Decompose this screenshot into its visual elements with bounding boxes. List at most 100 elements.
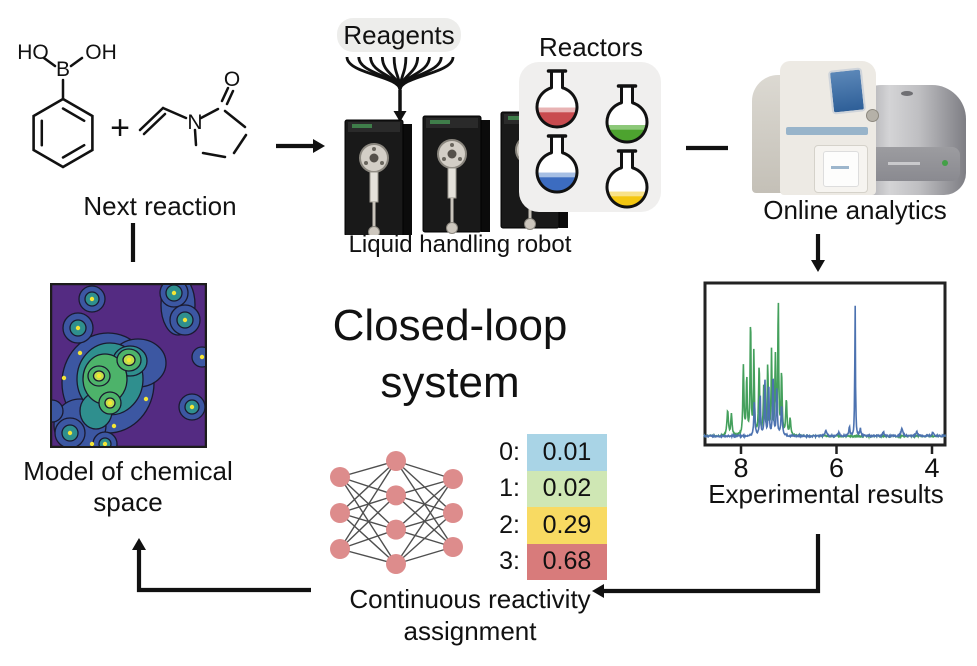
analytics-instrument-photo	[752, 55, 967, 197]
sample-point-dot	[75, 325, 81, 331]
reactivity-row: 3:0.68	[468, 543, 607, 580]
sample-point-dot	[102, 441, 108, 446]
analytics-caption: Online analytics	[763, 195, 947, 225]
analyzer-screen	[827, 67, 867, 115]
sample-point-dot	[111, 423, 117, 429]
nn-node	[443, 537, 463, 557]
reagents-pill: Reagents	[337, 18, 461, 52]
plus-sign: +	[110, 109, 130, 147]
title-line-1: Closed-loop	[332, 301, 568, 350]
nn-edge	[339, 476, 397, 565]
analyzer-body	[780, 61, 879, 195]
sample-point-dot	[126, 357, 132, 363]
sample-point-dot	[61, 375, 67, 381]
class-label: 2:	[499, 510, 520, 539]
x-tick-label: 4	[924, 453, 939, 481]
class-label: 1:	[499, 474, 520, 503]
sample-point-dot	[96, 373, 102, 379]
phenylboronic-acid-structure: HO OH B	[17, 41, 117, 169]
reagents-label: Reagents	[343, 19, 455, 50]
arrowhead	[313, 139, 325, 153]
reactors-label: Reactors	[538, 32, 644, 62]
nn-edge	[339, 494, 397, 550]
neural-network-diagram	[330, 451, 463, 574]
chemical-space-caption-line-1: Model of chemical	[23, 456, 233, 486]
sample-point-dot	[199, 354, 205, 360]
sample-point-dot	[89, 296, 95, 302]
syringe-pump-module	[422, 115, 490, 234]
arrowhead	[393, 111, 407, 122]
cylinder-top-slot	[901, 91, 913, 96]
flask-green	[605, 84, 649, 144]
next-reaction-caption: Next reaction	[83, 191, 237, 221]
spectrum-frame	[703, 281, 947, 447]
title-line-2: system	[380, 358, 520, 407]
spectrum-blue-trace	[703, 305, 947, 440]
contour-blob	[52, 399, 64, 423]
nn-edge	[395, 512, 454, 565]
experimental-results-caption: Experimental results	[708, 479, 944, 509]
flask-red	[535, 69, 579, 129]
reactivity-caption: Continuous reactivity assignment	[318, 583, 622, 647]
reaction-structures: HO OH B + N O	[17, 41, 248, 169]
reactivity-row: 1:0.02	[468, 470, 607, 507]
flask-yellow	[605, 149, 649, 209]
cylinder-logo-dot	[942, 160, 948, 166]
nn-node	[386, 451, 406, 471]
nn-node	[386, 485, 406, 506]
reactor-flasks	[535, 69, 649, 209]
probability-cell: 0.02	[527, 470, 607, 507]
reactivity-caption-line-1: Continuous reactivity	[349, 584, 591, 614]
sample-point-dot	[182, 317, 188, 323]
flask-blue	[535, 134, 579, 194]
vinylpyrrolidone-structure: N O	[138, 68, 248, 159]
probability-cell: 0.01	[527, 434, 607, 471]
class-label: 0:	[499, 437, 520, 466]
nn-edge	[339, 476, 397, 531]
analyzer-door	[823, 151, 859, 187]
heatmap-contours	[52, 285, 205, 446]
closed-loop-title: Closed-loop system	[295, 297, 605, 411]
chemical-space-caption-line-2: space	[93, 487, 163, 517]
analyzer-lower-panel	[814, 145, 868, 193]
sample-point-dot	[171, 290, 177, 296]
reactivity-caption-line-2: assignment	[403, 616, 537, 646]
arrowhead	[811, 260, 825, 272]
nn-edge	[339, 460, 397, 550]
sample-point-dot	[143, 396, 149, 402]
reagent-line	[398, 56, 455, 91]
probability-cell: 0.68	[527, 543, 607, 580]
cylinder-label-bar	[888, 162, 920, 165]
nn-node	[386, 554, 406, 574]
nn-node	[443, 469, 463, 489]
analyzer-stripe	[786, 127, 868, 135]
sample-point-dot	[189, 404, 195, 410]
sample-point-dot	[67, 430, 73, 436]
nn-edge	[339, 460, 397, 514]
nn-node	[443, 503, 463, 523]
class-label: 3:	[499, 547, 520, 576]
chemical-space-heatmap	[50, 283, 207, 448]
atom-label: B	[56, 58, 70, 81]
atom-label: O	[224, 68, 240, 91]
reactivity-row: 2:0.29	[468, 507, 607, 544]
nn-node	[330, 503, 350, 523]
flow-arrow	[136, 549, 311, 593]
nn-edge	[339, 512, 397, 565]
chemical-space-caption: Model of chemical space	[10, 456, 246, 518]
nn-node	[330, 539, 350, 559]
x-tick-label: 6	[829, 453, 844, 481]
flow-arrow	[604, 534, 821, 594]
contour-blob	[191, 346, 205, 368]
nn-node	[330, 467, 350, 487]
x-tick-label: 8	[733, 453, 748, 481]
syringe-pump-module	[344, 119, 412, 235]
atom-label: OH	[85, 41, 117, 64]
door-label-bar	[831, 166, 849, 169]
nn-node	[386, 519, 406, 540]
atom-label: N	[187, 111, 202, 134]
nn-edge	[395, 478, 454, 531]
analyzer-knob	[866, 109, 879, 122]
sample-point-dot	[77, 350, 83, 356]
